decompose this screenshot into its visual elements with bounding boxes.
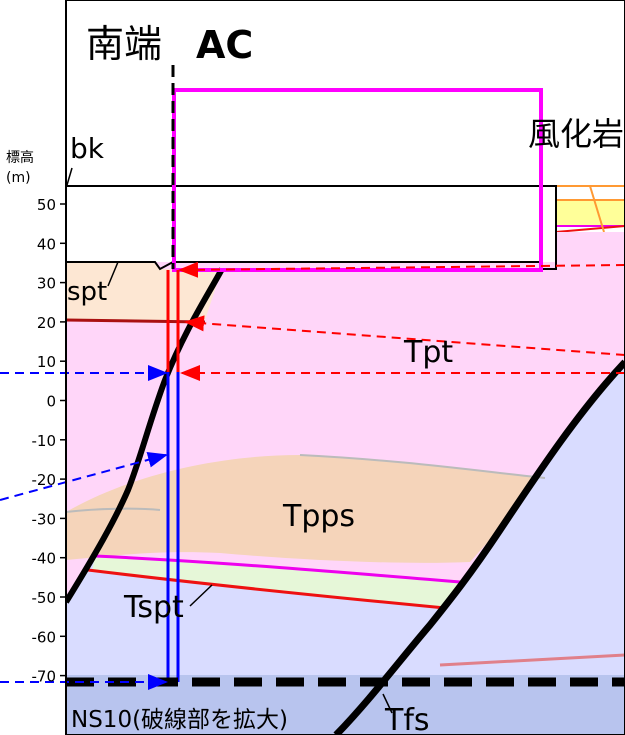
label-weathered-rock: 風化岩 (528, 115, 624, 153)
axis-tick-label: -70 (32, 668, 57, 686)
right-yellow-layer (556, 200, 625, 226)
axis-tick-label: 50 (37, 196, 56, 214)
title-south-end: 南端 (86, 22, 162, 66)
red-arrow-middle (184, 315, 625, 356)
label-tspt: Tspt (123, 590, 184, 625)
axis-tick-label: 20 (37, 314, 56, 332)
blue-arrow-middle (0, 451, 168, 501)
axis-label-elevation: 標高 (6, 149, 34, 166)
axis-label-unit: (m) (6, 170, 31, 186)
axis-tick-label: -20 (32, 471, 57, 489)
axis-tick-label: -40 (32, 550, 57, 568)
tpps-layer (66, 455, 545, 563)
elevation-axis: 50 40 30 20 10 0 -10 -20 -30 -40 -50 -60 -70 (32, 196, 66, 686)
axis-tick-label: -10 (32, 432, 57, 450)
tspt-lens (92, 557, 460, 608)
figure-frame (65, 0, 625, 735)
label-tpps: Tpps (282, 499, 355, 534)
label-tfs: Tfs (384, 703, 430, 735)
title-ac: AC (196, 23, 253, 67)
ns10-caption: NS10(破線部を拡大) (71, 707, 288, 733)
label-spt: spt (67, 277, 107, 307)
label-bk: bk (70, 132, 105, 165)
axis-tick-label: -50 (32, 589, 57, 607)
label-tpt: Tpt (403, 335, 453, 370)
axis-tick-label: -60 (32, 628, 57, 646)
axis-tick-label: 0 (46, 393, 56, 411)
axis-tick-label: -30 (32, 510, 57, 528)
axis-tick-label: 30 (37, 275, 56, 293)
axis-tick-label: 40 (37, 235, 56, 253)
axis-tick-label: 10 (37, 353, 56, 371)
